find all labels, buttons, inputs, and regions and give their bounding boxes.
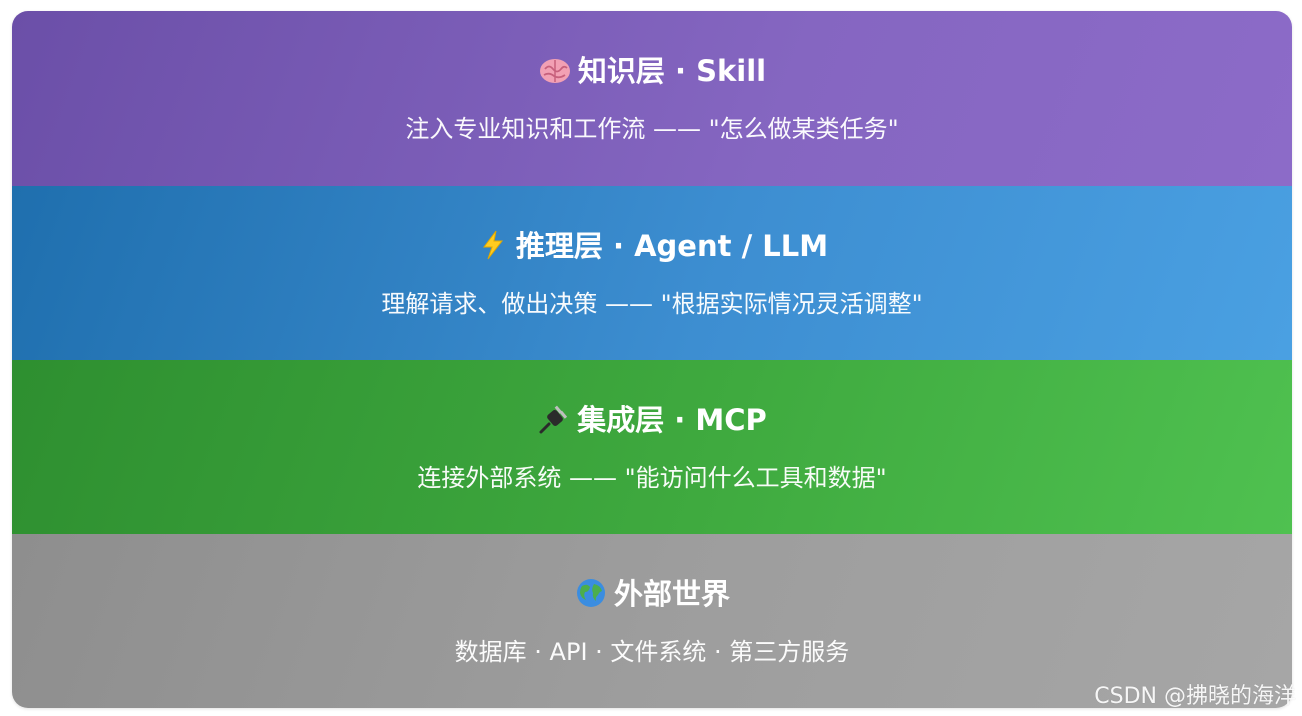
external-world-description: 数据库 · API · 文件系统 · 第三方服务 [454, 638, 850, 666]
knowledge-layer-title: 知识层 · Skill [577, 54, 767, 88]
external-world-layer: 外部世界 数据库 · API · 文件系统 · 第三方服务 [12, 534, 1292, 708]
brain-icon [538, 53, 572, 87]
reasoning-layer-title: 推理层 · Agent / LLM [515, 229, 829, 263]
globe-icon [574, 576, 608, 610]
layer-stack-diagram: 知识层 · Skill 注入专业知识和工作流 —— "怎么做某类任务" 推理层 … [12, 11, 1292, 708]
watermark: CSDN @拂晓的海洋 [1094, 684, 1296, 709]
reasoning-layer: 推理层 · Agent / LLM 理解请求、做出决策 —— "根据实际情况灵活… [12, 186, 1292, 360]
external-world-title: 外部世界 [613, 577, 730, 611]
knowledge-layer-title-row: 知识层 · Skill [12, 49, 1292, 93]
reasoning-layer-description: 理解请求、做出决策 —— "根据实际情况灵活调整" [381, 290, 923, 318]
knowledge-layer: 知识层 · Skill 注入专业知识和工作流 —— "怎么做某类任务" [12, 11, 1292, 186]
lightning-icon [476, 228, 510, 262]
integration-layer-title: 集成层 · MCP [577, 403, 767, 437]
integration-layer: 集成层 · MCP 连接外部系统 —— "能访问什么工具和数据" [12, 360, 1292, 534]
integration-layer-title-row: 集成层 · MCP [12, 398, 1292, 442]
external-world-title-row: 外部世界 [12, 572, 1292, 616]
plug-icon [537, 402, 571, 436]
reasoning-layer-title-row: 推理层 · Agent / LLM [12, 224, 1292, 268]
integration-layer-description: 连接外部系统 —— "能访问什么工具和数据" [417, 464, 887, 492]
knowledge-layer-description: 注入专业知识和工作流 —— "怎么做某类任务" [405, 115, 899, 143]
